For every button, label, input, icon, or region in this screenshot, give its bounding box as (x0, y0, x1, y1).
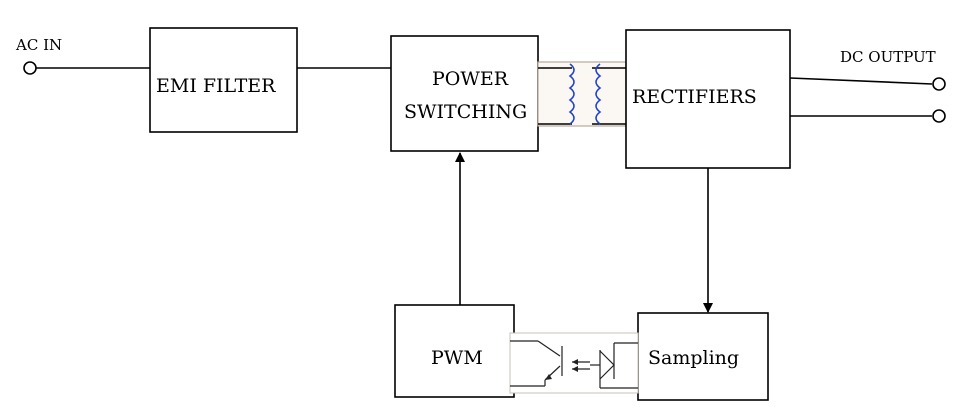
dc-output-terminal-negative-icon (932, 109, 946, 123)
pwm-box (394, 304, 515, 398)
power-switching-label-line1: POWER (432, 68, 509, 90)
ac-in-label: AC IN (15, 36, 62, 54)
dc-output-label: DC OUTPUT (840, 48, 936, 66)
rectifiers-box (625, 29, 791, 169)
wire-dc-output-positive (789, 77, 933, 85)
pwm-label: PWM (431, 347, 483, 369)
transformer-icon (537, 61, 627, 127)
power-switching-box (390, 35, 539, 152)
dc-output-terminal-positive-icon (932, 77, 946, 91)
rectifiers-label: RECTIFIERS (632, 86, 757, 108)
emi-filter-box (149, 27, 298, 133)
sampling-box (637, 312, 769, 401)
ac-in-terminal-icon (23, 61, 37, 75)
sampling-label: Sampling (648, 347, 739, 369)
emi-filter-label: EMI FILTER (156, 75, 276, 97)
optocoupler-icon (509, 332, 639, 394)
power-switching-label-line2: SWITCHING (404, 101, 527, 123)
